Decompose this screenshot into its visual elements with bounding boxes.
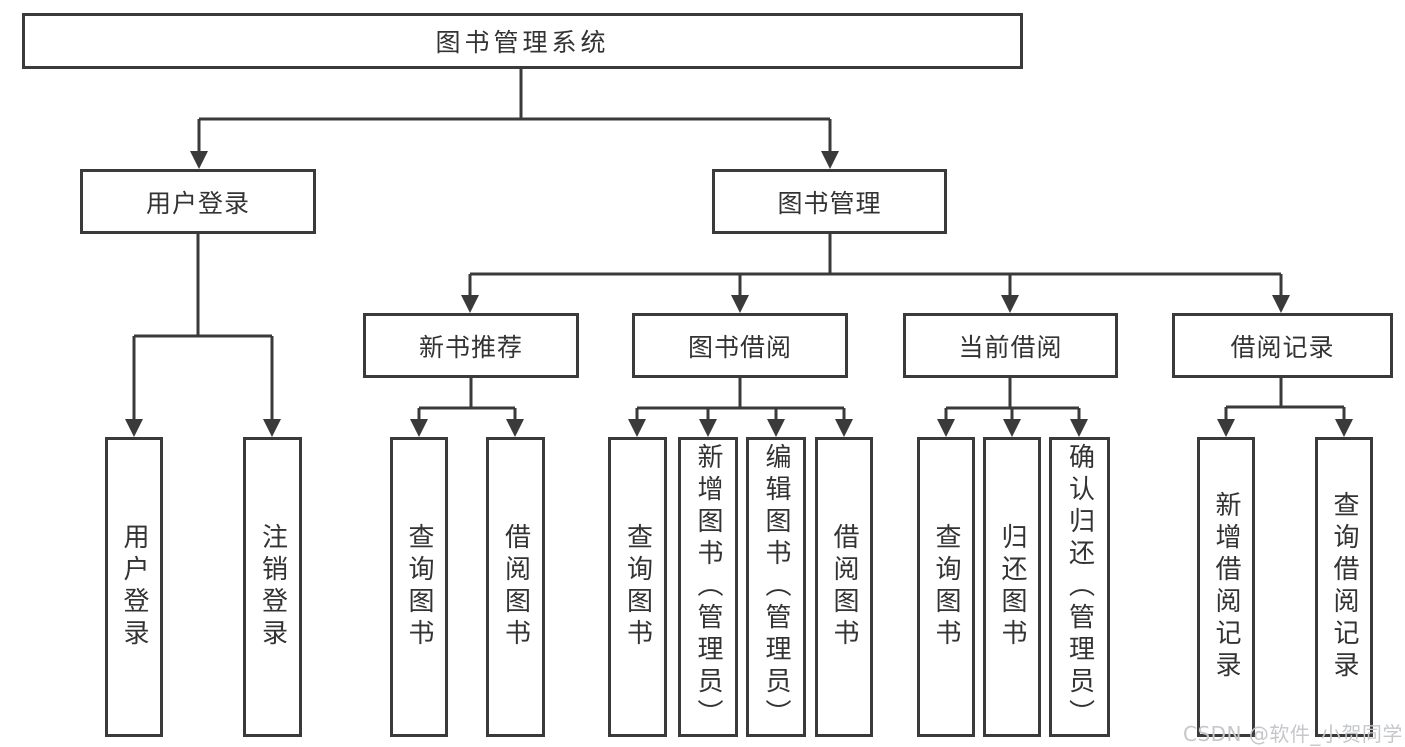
node-library-management-system: 图书管理系统: [22, 13, 1023, 69]
node-current-borrow: 当前借阅: [903, 313, 1118, 378]
leaf-add-borrow-record: 新增借阅记录: [1197, 437, 1255, 737]
node-book-borrow: 图书借阅: [632, 313, 848, 378]
arrowhead-icon: [263, 419, 281, 437]
leaf-user-login: 用户登录: [105, 437, 163, 737]
node-label: 图书管理: [777, 188, 882, 218]
node-label: 借阅记录: [1230, 332, 1335, 362]
arrowhead-icon: [410, 419, 428, 437]
leaf-edit-books-admin: 编辑图书（管理员）: [746, 437, 806, 737]
connector-bookmgmt-to-level3: [468, 233, 1283, 296]
node-label: 查询图书: [622, 523, 653, 651]
arrowhead-icon: [767, 419, 785, 437]
leaf-query-books-recommend: 查询图书: [390, 437, 448, 737]
node-label: 确认归还（管理员）: [1064, 443, 1095, 731]
leaf-logout: 注销登录: [243, 437, 302, 737]
leaf-return-books: 归还图书: [983, 437, 1041, 737]
leaf-query-books-borrow: 查询图书: [608, 437, 667, 737]
arrowhead-icon: [1272, 295, 1290, 313]
node-label: 图书管理系统: [435, 28, 610, 57]
arrowhead-icon: [1003, 419, 1021, 437]
connector-newbook-to-leaves: [417, 378, 517, 420]
arrowhead-icon: [506, 419, 524, 437]
csdn-watermark: CSDN @软件_小贺同学: [1183, 722, 1403, 746]
arrowhead-icon: [731, 295, 749, 313]
node-label: 查询图书: [931, 523, 961, 651]
node-book-management: 图书管理: [712, 169, 947, 234]
arrowhead-icon: [835, 419, 853, 437]
node-user-login: 用户登录: [80, 169, 316, 234]
node-label: 查询图书: [404, 523, 434, 651]
node-label: 用户登录: [145, 188, 250, 218]
leaf-add-books-admin: 新增图书（管理员）: [678, 437, 738, 737]
node-label: 借阅图书: [829, 523, 859, 651]
arrowhead-icon: [699, 419, 717, 437]
leaf-query-borrow-record: 查询借阅记录: [1315, 437, 1373, 737]
node-label: 归还图书: [997, 523, 1027, 651]
leaf-query-books-current: 查询图书: [917, 437, 975, 737]
node-label: 注销登录: [257, 523, 288, 651]
arrowhead-icon: [821, 151, 839, 169]
arrowhead-icon: [125, 419, 143, 437]
node-label: 编辑图书（管理员）: [761, 443, 791, 731]
connector-root-to-level2: [197, 68, 832, 152]
node-label: 新书推荐: [418, 332, 523, 362]
arrowhead-icon: [1070, 419, 1088, 437]
arrowhead-icon: [937, 419, 955, 437]
arrowhead-icon: [1001, 295, 1019, 313]
arrowhead-icon: [628, 419, 646, 437]
node-label: 图书借阅: [687, 332, 792, 362]
leaf-borrow-books-recommend: 借阅图书: [486, 437, 545, 737]
node-label: 用户登录: [119, 523, 149, 651]
connector-borrow-to-leaves: [635, 378, 846, 420]
arrowhead-icon: [190, 151, 208, 169]
arrowhead-icon: [1335, 419, 1353, 437]
node-new-book-recommend: 新书推荐: [363, 313, 579, 378]
arrowhead-icon: [1217, 419, 1235, 437]
connector-current-to-leaves: [944, 378, 1081, 420]
node-label: 当前借阅: [958, 332, 1063, 362]
node-label: 借阅图书: [500, 523, 531, 651]
connector-records-to-leaves: [1224, 378, 1346, 420]
connector-userlogin-to-leaves: [132, 233, 274, 420]
leaf-confirm-return-admin: 确认归还（管理员）: [1049, 437, 1110, 737]
node-label: 新增图书（管理员）: [693, 443, 723, 731]
node-borrow-records: 借阅记录: [1172, 313, 1393, 378]
arrowhead-icon: [461, 295, 479, 313]
node-label: 查询借阅记录: [1329, 491, 1359, 683]
leaf-borrow-books: 借阅图书: [815, 437, 873, 737]
node-label: 新增借阅记录: [1211, 491, 1241, 683]
